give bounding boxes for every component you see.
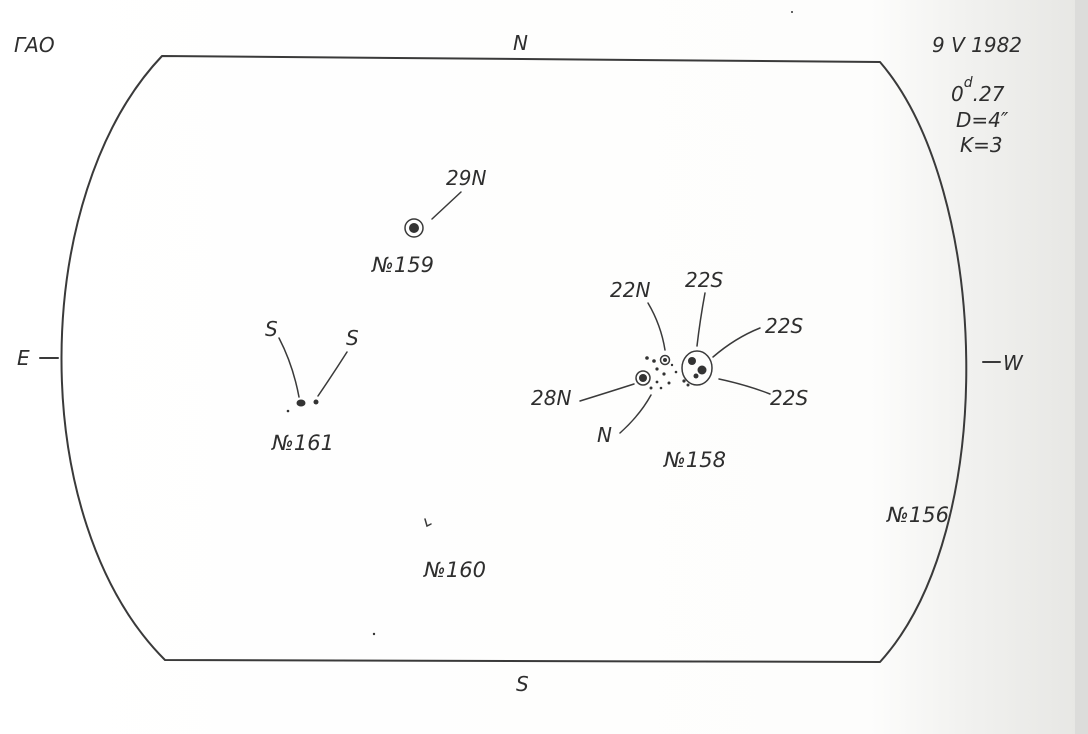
leader-159 xyxy=(431,191,462,220)
spot-158-mid-umbra xyxy=(663,358,667,362)
polarity-label-161-b: S xyxy=(346,326,359,350)
leader-161-a xyxy=(278,337,300,398)
solar-disk-outline xyxy=(60,55,968,663)
sunspot-group-161: S S №161 xyxy=(265,317,359,455)
group-number-160: №160 xyxy=(423,558,486,582)
group-number-161: №161 xyxy=(271,431,334,455)
polarity-label-158-22s-right: 22S xyxy=(765,314,803,338)
polarity-label-158-n: N xyxy=(597,423,612,447)
date-label: 9 V 1982 xyxy=(932,33,1022,57)
spot-158-leader-umbra-b xyxy=(697,365,707,375)
spot-160-mark xyxy=(424,518,432,528)
polarity-label-158-28n: 28N xyxy=(531,386,571,410)
spot-159-umbra xyxy=(409,223,419,233)
k-value-label: K=3 xyxy=(960,133,1003,157)
spot-161-b xyxy=(313,399,319,405)
spot-161-c xyxy=(286,409,290,413)
observatory-label: ГАО xyxy=(14,33,55,57)
east-label: E xyxy=(17,346,30,370)
leader-158-22s-right xyxy=(712,327,761,358)
group-number-158: №158 xyxy=(663,448,726,472)
sunspot-group-159: 29N №159 xyxy=(371,166,486,277)
leader-158-n xyxy=(619,394,652,434)
spot-161-a xyxy=(296,399,306,407)
sunspot-group-158: 22N 22S 22S 22S 28N N №158 xyxy=(531,268,808,472)
south-label: S xyxy=(516,672,529,696)
spot-158-follower-umbra xyxy=(639,374,647,382)
spot-158-leader-penumbra xyxy=(681,350,713,386)
leader-158-22s-bottom xyxy=(718,378,771,395)
time-label: 0d.27 xyxy=(951,75,1005,106)
group-number-159: №159 xyxy=(371,253,434,277)
north-label: N xyxy=(513,31,528,55)
page-edge-shadow xyxy=(1075,0,1088,734)
polarity-label-158-22s-bottom: 22S xyxy=(770,386,808,410)
polarity-label-158-22s-top: 22S xyxy=(685,268,723,292)
polarity-label-161-a: S xyxy=(265,317,278,341)
diameter-label: D=4″ xyxy=(956,108,1009,132)
spot-158-pores xyxy=(645,356,690,390)
west-label: W xyxy=(1003,351,1024,375)
spot-158-leader-umbra-c xyxy=(693,373,699,379)
paper-speck xyxy=(372,632,376,636)
paper-speck xyxy=(791,11,793,13)
leader-158-22s-top xyxy=(696,292,706,347)
spot-158-leader-umbra-a xyxy=(688,357,696,365)
leader-161-b xyxy=(317,351,348,397)
spot-158-mid-spot xyxy=(659,354,671,366)
leader-158-28n xyxy=(579,383,635,402)
spot-159-penumbra xyxy=(404,218,424,238)
group-number-156: №156 xyxy=(886,503,949,527)
polarity-label-158-22n: 22N xyxy=(610,278,650,302)
sunspot-group-160: №160 xyxy=(423,518,486,582)
spot-158-follower-penumbra xyxy=(635,370,651,386)
polarity-label-159: 29N xyxy=(446,166,486,190)
leader-158-22n xyxy=(647,302,666,351)
